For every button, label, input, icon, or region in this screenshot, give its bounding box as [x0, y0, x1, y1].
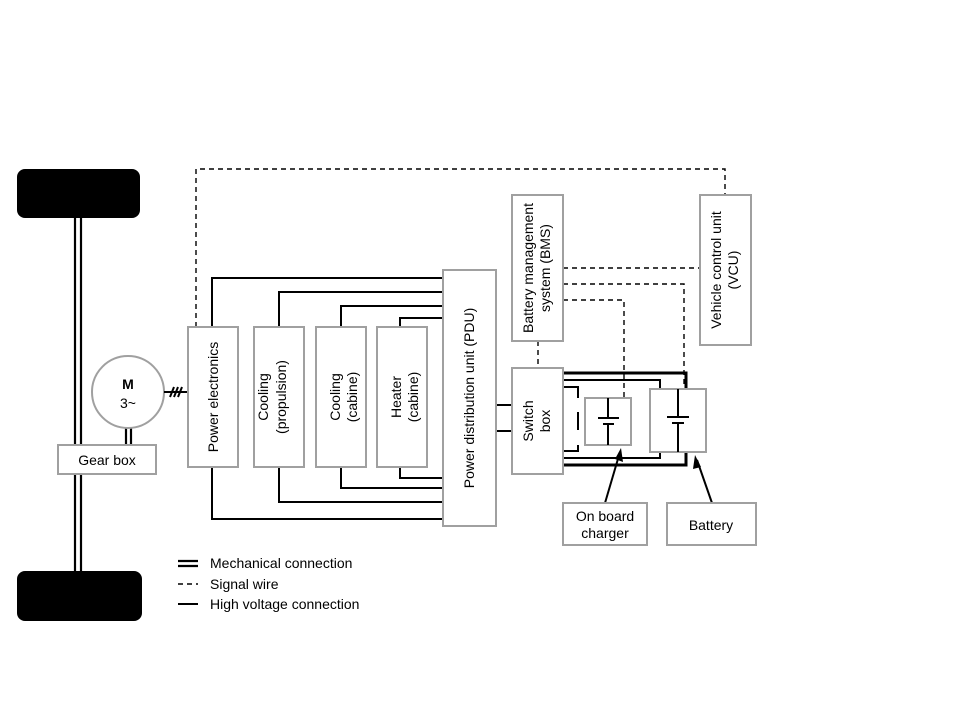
motor-label: M: [122, 376, 134, 392]
vcu-line1: Vehicle control unit: [708, 211, 724, 329]
rear-wheel: [17, 571, 142, 621]
front-wheel: [17, 169, 140, 218]
gear-box: Gear box: [57, 444, 157, 475]
bms-line2: system (BMS): [537, 224, 553, 312]
signal-wiring: [195, 168, 726, 398]
legend-high-voltage: High voltage connection: [210, 596, 359, 612]
cooling-propulsion-line2: (propulsion): [273, 360, 289, 434]
axle-mechanical: [73, 218, 83, 571]
cooling-cabine-line2: (cabine): [344, 372, 360, 423]
on-board-charger-label-box: On board charger: [562, 502, 648, 546]
switch-box: Switch box: [511, 367, 564, 475]
heater-cabine-box: Heater (cabine): [376, 326, 428, 468]
battery-module: [649, 388, 707, 453]
hv-wiring: [211, 277, 512, 520]
on-board-charger-line1: On board: [576, 508, 634, 524]
gear-box-label: Gear box: [78, 452, 136, 468]
legend: Mechanical connection Signal wire High v…: [178, 555, 359, 612]
battery-label-box: Battery: [666, 502, 757, 546]
cooling-propulsion-line1: Cooling: [255, 373, 271, 420]
motor-phase: 3~: [120, 395, 136, 411]
switch-box-line1: Switch: [520, 400, 536, 441]
bms-box: Battery management system (BMS): [511, 194, 564, 342]
power-electronics-label: Power electronics: [205, 342, 221, 453]
power-electronics-box: Power electronics: [187, 326, 239, 468]
charger-pointer-arrow: [604, 448, 623, 504]
battery-pointer-arrow: [693, 455, 713, 504]
charger-module: [584, 397, 632, 446]
battery-label: Battery: [689, 517, 733, 533]
vcu-line2: (VCU): [725, 251, 741, 290]
pdu-label: Power distribution unit (PDU): [461, 308, 477, 489]
cooling-propulsion-box: Cooling (propulsion): [253, 326, 305, 468]
bms-line1: Battery management: [520, 203, 536, 333]
motor-gearbox-link: [124, 428, 133, 445]
heater-cabine-line2: (cabine): [405, 372, 421, 423]
cooling-cabine-line1: Cooling: [327, 373, 343, 420]
motor: M 3~: [91, 355, 165, 429]
hv-storage-wiring: [563, 371, 688, 467]
vcu-box: Vehicle control unit (VCU): [699, 194, 752, 346]
legend-mechanical: Mechanical connection: [210, 555, 352, 571]
legend-signal: Signal wire: [210, 576, 279, 592]
on-board-charger-line2: charger: [581, 525, 629, 541]
three-phase-link: [164, 386, 188, 398]
switch-box-line2: box: [537, 410, 553, 433]
heater-cabine-line1: Heater: [388, 376, 404, 418]
pdu-box: Power distribution unit (PDU): [442, 269, 497, 527]
cooling-cabine-box: Cooling (cabine): [315, 326, 367, 468]
